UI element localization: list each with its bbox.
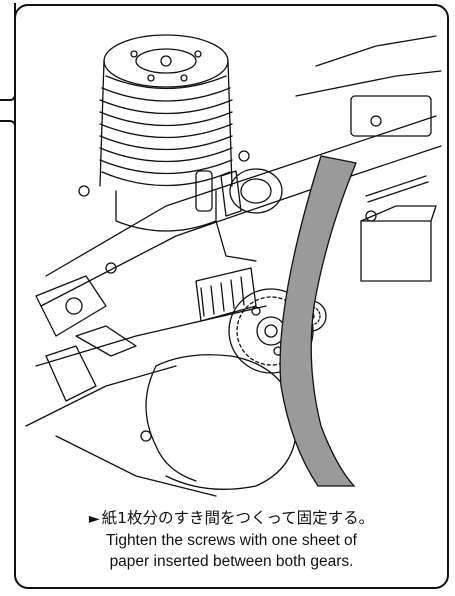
engine-head (99, 34, 233, 232)
caption-english-line-1: Tighten the screws with one sheet of (105, 532, 357, 549)
instruction-panel (14, 4, 449, 589)
clutch-gears (195, 267, 257, 322)
arrow-icon: ► (88, 511, 100, 527)
caption-japanese-text: 紙1枚分のすき間をつくって固定する。 (101, 509, 375, 527)
caption-japanese: ►紙1枚分のすき間をつくって固定する。 (14, 508, 449, 530)
paper-strip (279, 155, 357, 487)
flywheel (145, 354, 298, 490)
engine-gear-illustration (25, 34, 442, 497)
caption-english-line-2: paper inserted between both gears. (109, 553, 354, 570)
caption: ►紙1枚分のすき間をつくって固定する。 Tighten the screws w… (14, 508, 449, 572)
chassis-frame (25, 35, 442, 497)
screws (78, 115, 429, 442)
suspension-arm (35, 275, 107, 402)
carburetor (195, 168, 283, 262)
